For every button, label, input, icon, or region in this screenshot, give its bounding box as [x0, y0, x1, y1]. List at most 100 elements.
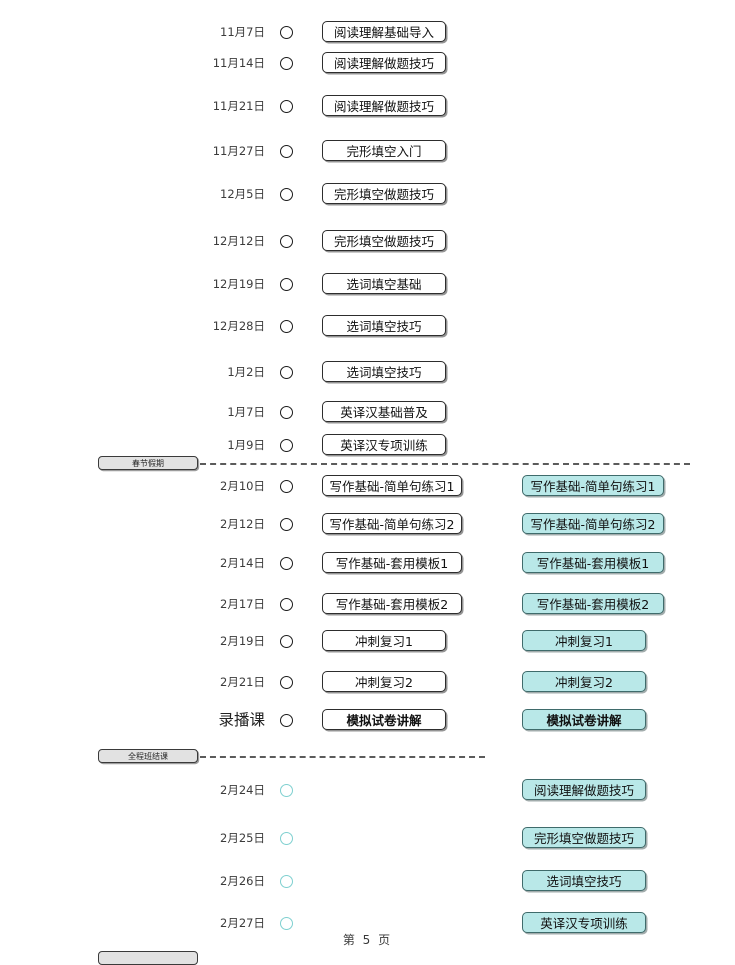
row-date-label: 2月19日: [220, 634, 265, 648]
row-date-label: 2月27日: [220, 916, 265, 930]
live-course-card[interactable]: 完形填空做题技巧: [322, 183, 446, 204]
circle-marker-icon: [280, 518, 293, 531]
circle-marker-icon: [280, 676, 293, 689]
row-date-label: 11月21日: [212, 99, 265, 113]
live-course-card[interactable]: 选词填空技巧: [322, 361, 446, 382]
live-course-card[interactable]: 英译汉专项训练: [322, 434, 446, 455]
row-date-label: 12月12日: [212, 234, 265, 248]
row-date-label: 2月24日: [220, 783, 265, 797]
row-date-label: 1月7日: [227, 405, 265, 419]
page-number-footer: 第 5 页: [342, 933, 393, 947]
live-course-card[interactable]: 选词填空基础: [322, 273, 446, 294]
live-course-card[interactable]: 阅读理解做题技巧: [322, 52, 446, 73]
next-section-pill-stub: [98, 951, 198, 965]
divider-pill-label[interactable]: 全程班结课: [98, 749, 198, 763]
schedule-row: 2月21日 冲刺复习2 冲刺复习2: [0, 669, 735, 695]
row-date-label: 12月19日: [212, 277, 265, 291]
schedule-row: 2月24日 阅读理解做题技巧: [0, 777, 735, 803]
circle-marker-icon: [280, 320, 293, 333]
circle-marker-icon: [280, 832, 293, 845]
schedule-row: 2月17日 写作基础-套用模板2 写作基础-套用模板2: [0, 591, 735, 617]
review-course-card[interactable]: 冲刺复习2: [522, 671, 646, 692]
live-course-card[interactable]: 写作基础-套用模板1: [322, 552, 462, 573]
live-course-card[interactable]: 冲刺复习2: [322, 671, 446, 692]
circle-marker-icon: [280, 278, 293, 291]
divider-pill-label[interactable]: 春节假期: [98, 456, 198, 470]
circle-marker-icon: [280, 917, 293, 930]
review-course-card[interactable]: 写作基础-简单句练习2: [522, 513, 664, 534]
live-course-card[interactable]: 模拟试卷讲解: [322, 709, 446, 730]
circle-marker-icon: [280, 366, 293, 379]
schedule-row: 1月7日 英译汉基础普及: [0, 399, 735, 425]
row-date-label: 11月27日: [212, 144, 265, 158]
row-date-label: 11月7日: [220, 25, 265, 39]
circle-marker-icon: [280, 480, 293, 493]
circle-marker-icon: [280, 439, 293, 452]
schedule-row: 12月19日 选词填空基础: [0, 271, 735, 297]
live-course-card[interactable]: 选词填空技巧: [322, 315, 446, 336]
row-date-label: 1月9日: [227, 438, 265, 452]
section-divider: 全程班结课: [0, 749, 735, 765]
row-date-label: 11月14日: [212, 56, 265, 70]
row-date-label: 2月12日: [220, 517, 265, 531]
live-course-card[interactable]: 阅读理解做题技巧: [322, 95, 446, 116]
circle-marker-icon: [280, 875, 293, 888]
circle-marker-icon: [280, 100, 293, 113]
live-course-card[interactable]: 阅读理解基础导入: [322, 21, 446, 42]
row-date-label: 2月17日: [220, 597, 265, 611]
review-course-card[interactable]: 选词填空技巧: [522, 870, 646, 891]
row-date-label: 12月5日: [220, 187, 265, 201]
schedule-row: 11月27日 完形填空入门: [0, 138, 735, 164]
circle-marker-icon: [280, 188, 293, 201]
row-date-label: 2月14日: [220, 556, 265, 570]
divider-dashed-line: [200, 463, 690, 465]
circle-marker-icon: [280, 406, 293, 419]
section-divider: 春节假期: [0, 456, 735, 472]
schedule-row: 11月7日 阅读理解基础导入: [0, 19, 735, 45]
row-date-label: 2月26日: [220, 874, 265, 888]
circle-marker-icon: [280, 557, 293, 570]
circle-marker-icon: [280, 145, 293, 158]
schedule-row: 2月26日 选词填空技巧: [0, 868, 735, 894]
schedule-row: 2月25日 完形填空做题技巧: [0, 825, 735, 851]
schedule-row: 2月19日 冲刺复习1 冲刺复习1: [0, 628, 735, 654]
circle-marker-icon: [280, 26, 293, 39]
review-course-card[interactable]: 模拟试卷讲解: [522, 709, 646, 730]
schedule-row: 2月12日 写作基础-简单句练习2 写作基础-简单句练习2: [0, 511, 735, 537]
live-course-card[interactable]: 英译汉基础普及: [322, 401, 446, 422]
circle-marker-icon: [280, 635, 293, 648]
schedule-row: 11月14日 阅读理解做题技巧: [0, 50, 735, 76]
review-course-card[interactable]: 写作基础-套用模板2: [522, 593, 664, 614]
live-course-card[interactable]: 写作基础-套用模板2: [322, 593, 462, 614]
live-course-card[interactable]: 冲刺复习1: [322, 630, 446, 651]
schedule-row: 11月21日 阅读理解做题技巧: [0, 93, 735, 119]
schedule-row: 2月10日 写作基础-简单句练习1 写作基础-简单句练习1: [0, 473, 735, 499]
divider-dashed-line: [200, 756, 485, 758]
row-date-label: 2月25日: [220, 831, 265, 845]
review-course-card[interactable]: 写作基础-简单句练习1: [522, 475, 664, 496]
review-course-card[interactable]: 完形填空做题技巧: [522, 827, 646, 848]
circle-marker-icon: [280, 57, 293, 70]
review-course-card[interactable]: 阅读理解做题技巧: [522, 779, 646, 800]
circle-marker-icon: [280, 235, 293, 248]
review-course-card[interactable]: 冲刺复习1: [522, 630, 646, 651]
schedule-row: 录播课 模拟试卷讲解 模拟试卷讲解: [0, 707, 735, 733]
row-date-label: 2月10日: [220, 479, 265, 493]
review-course-card[interactable]: 写作基础-套用模板1: [522, 552, 664, 573]
live-course-card[interactable]: 完形填空入门: [322, 140, 446, 161]
schedule-row: 2月14日 写作基础-套用模板1 写作基础-套用模板1: [0, 550, 735, 576]
schedule-row: 12月28日选词填空技巧: [0, 313, 735, 339]
row-date-label: 1月2日: [227, 365, 265, 379]
schedule-row: 12月12日 完形填空做题技巧: [0, 228, 735, 254]
live-course-card[interactable]: 写作基础-简单句练习2: [322, 513, 462, 534]
live-course-card[interactable]: 完形填空做题技巧: [322, 230, 446, 251]
schedule-row: 1月2日 选词填空技巧: [0, 359, 735, 385]
schedule-row: 2月27日 英译汉专项训练: [0, 910, 735, 936]
circle-marker-icon: [280, 784, 293, 797]
row-date-label: 2月21日: [220, 675, 265, 689]
row-date-label: 录播课: [218, 711, 265, 729]
live-course-card[interactable]: 写作基础-简单句练习1: [322, 475, 462, 496]
circle-marker-icon: [280, 598, 293, 611]
review-course-card[interactable]: 英译汉专项训练: [522, 912, 646, 933]
